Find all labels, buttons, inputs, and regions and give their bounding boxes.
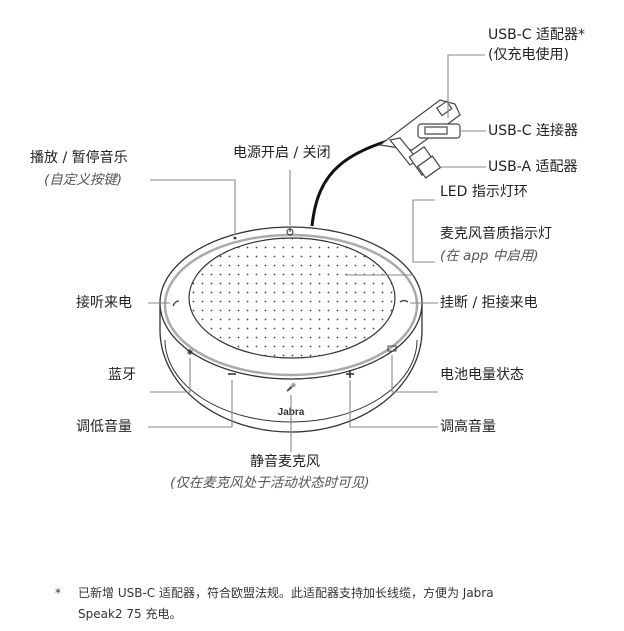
label-volume-up: 调高音量	[440, 419, 496, 435]
mute-mic-icon: 🎤	[286, 382, 296, 392]
label-battery: 电池电量状态	[440, 367, 524, 383]
label-play-pause-note: (自定义按键)	[44, 172, 123, 188]
label-answer-call: 接听来电	[76, 295, 132, 311]
volume-up-icon	[346, 370, 354, 378]
bluetooth-icon: ✱	[187, 348, 194, 357]
footnote-marker: *	[55, 586, 61, 600]
power-icon	[286, 228, 294, 236]
label-led-ring: LED 指示灯环	[440, 184, 528, 200]
battery-icon	[387, 345, 397, 352]
usbc-connector-icon	[417, 123, 461, 139]
label-usbc-adapter: USB-C 适配器*	[488, 27, 586, 43]
footnote-line-1: 已新增 USB-C 适配器，符合欧盟法规。此适配器支持加长线缆，方便为 Jabr…	[78, 586, 494, 600]
label-power: 电源开启 / 关闭	[233, 145, 331, 161]
label-bluetooth: 蓝牙	[108, 367, 136, 383]
leader-lines	[148, 54, 486, 452]
label-usbc-adapter-note: (仅充电使用)	[488, 47, 569, 63]
label-play-pause: 播放 / 暂停音乐	[30, 150, 128, 166]
answer-call-icon	[172, 300, 180, 307]
custom-button-dot	[233, 236, 237, 240]
label-end-call: 挂断 / 拒接来电	[440, 295, 538, 311]
footnote-line-2: Speak2 75 充电。	[78, 607, 182, 621]
label-usba-adapter: USB-A 适配器	[488, 159, 578, 175]
label-mic-quality: 麦克风音质指示灯	[440, 226, 552, 242]
label-mic-quality-note: (在 app 中启用)	[440, 248, 539, 264]
usba-adapter-icon	[388, 137, 442, 179]
label-mute: 静音麦克风	[250, 454, 320, 470]
end-call-icon	[399, 299, 409, 303]
speaker-grille	[188, 237, 396, 359]
label-mute-note: (仅在麦克风处于活动状态时可见)	[170, 475, 370, 491]
label-usbc-connector: USB-C 连接器	[488, 123, 579, 139]
label-volume-down: 调低音量	[76, 419, 132, 435]
